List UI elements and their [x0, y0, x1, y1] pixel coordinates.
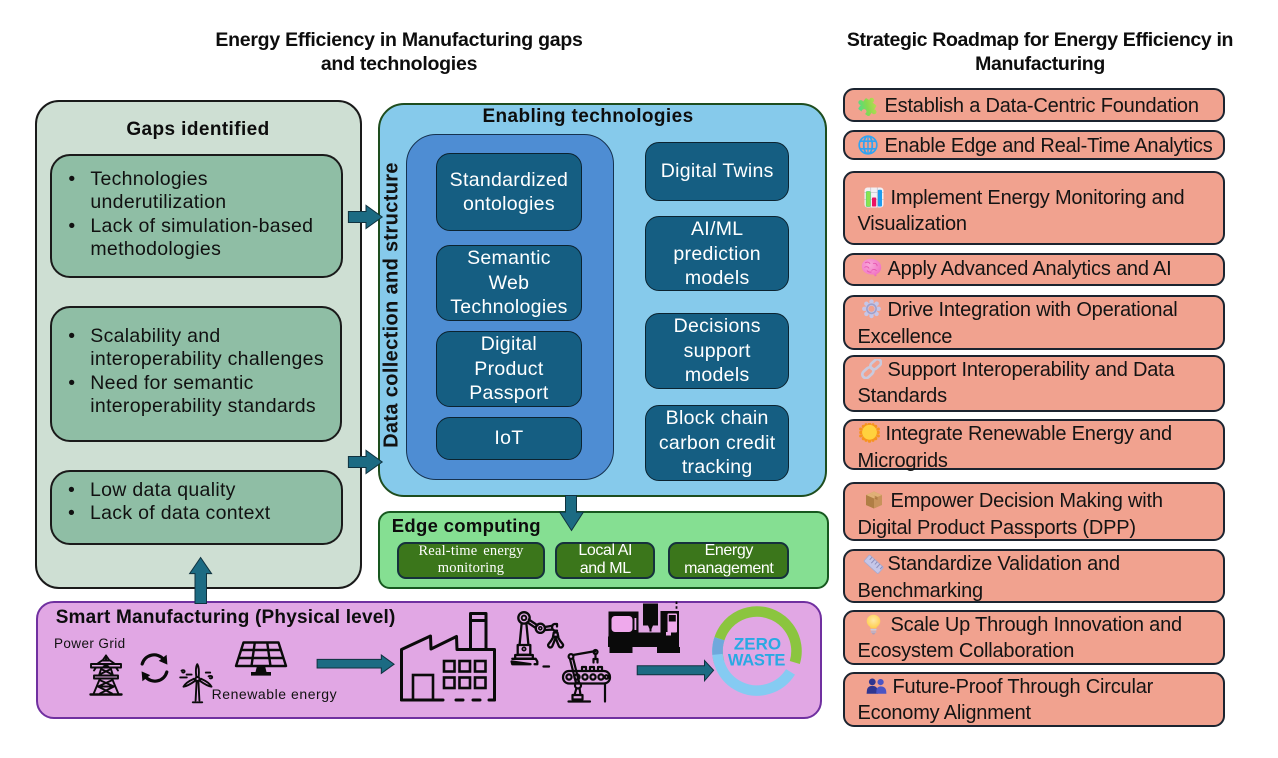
svg-text:WASTE: WASTE	[728, 652, 785, 670]
svg-text:ZERO: ZERO	[734, 635, 781, 654]
